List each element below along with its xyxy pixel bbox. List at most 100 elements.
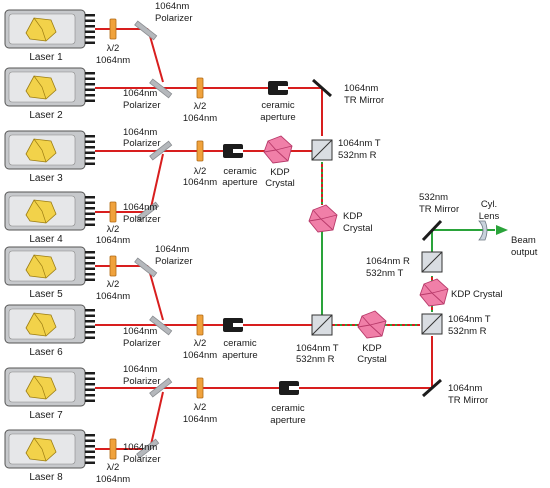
ceramic-apertures [223,81,299,395]
cube-1 [311,139,333,161]
polarizer-6 [149,315,173,336]
polarizer-3-label-a: 1064nm [123,127,157,138]
laser-pin [85,218,95,221]
aperture-2 [223,144,243,158]
polarizer-6-label-b: Polarizer [123,338,161,349]
polarizer-1 [134,20,158,41]
laser-pin [85,30,95,33]
waveplate-1-label-b: 1064nm [96,55,130,66]
polarizer-1-label-a: 1064nm [155,1,189,12]
laser-pin [85,309,95,312]
laser-pin [85,256,95,259]
mixed-beam-paths [321,162,433,326]
waveplate-6-label-b: 1064nm [183,350,217,361]
waveplate-1 [109,18,117,40]
laser-pin [85,456,95,459]
laser-pin [85,377,95,380]
cube-3-label-a: 1064nm T [448,314,491,325]
tr-mirror-1064-bottom [422,378,442,398]
kdp-crystal-2-label-a: KDP [343,211,363,222]
waveplate-1-label-a: λ/2 [107,43,120,54]
red-beam-paths [95,28,433,450]
laser-pins [85,72,95,102]
laser-pin [85,19,95,22]
polarizer-5-label-b: Polarizer [155,256,193,267]
waveplate-2 [196,77,204,99]
laser-pin [85,36,95,39]
waveplate-6-label-a: λ/2 [194,338,207,349]
polarizer-4-label-a: 1064nm [123,202,157,213]
laser-4: Laser 4 [4,191,95,245]
polarizer-5 [134,257,158,278]
waveplate-3 [196,140,204,162]
tr-mirror-bottom-label-a: 1064nm [448,383,482,394]
waveplate-3-label-a: λ/2 [194,166,207,177]
polarizer-4-label-b: Polarizer [123,214,161,225]
laser-pin [85,41,95,44]
kdp-crystal-1-label-b: Crystal [265,178,295,189]
tr-mirrors [312,78,443,398]
laser-pins [85,309,95,339]
laser-crystal-facet [33,437,47,462]
polarizer-2-label-a: 1064nm [123,88,157,99]
kdp-crystal-2-label-b: Crystal [343,223,373,234]
laser-pin [85,320,95,323]
aperture-4 [279,381,299,395]
aperture-2-label-b: aperture [222,177,257,188]
laser-pin [85,212,95,215]
laser-pin [85,223,95,226]
kdp-crystal-2 [308,204,338,233]
aperture-1 [268,81,288,95]
laser-pin [85,83,95,86]
laser-pins [85,434,95,464]
half-wave-plates [109,18,204,460]
laser-pin [85,135,95,138]
polarizer-7 [149,377,173,398]
aperture-3 [223,318,243,332]
waveplate-2-label-a: λ/2 [194,101,207,112]
cube-1-label-a: 1064nm T [338,138,381,149]
laser-pin [85,461,95,464]
laser-5: Laser 5 [4,246,95,300]
tr-mirror-532-label-a: 532nm [419,192,448,203]
tr-mirror-bottom-label-b: TR Mirror [448,395,488,406]
laser-label: Laser 8 [29,472,63,483]
kdp-crystal-3 [357,310,387,339]
beam-output-label-a: Beam [511,235,536,246]
waveplate-5-label-b: 1064nm [96,291,130,302]
laser-1: Laser 1 [4,9,95,63]
laser-label: Laser 2 [29,110,63,121]
kdp-crystal-3-label-a: KDP [362,343,382,354]
laser-pin [85,267,95,270]
laser-pin [85,383,95,386]
laser-pins [85,135,95,165]
kdp-crystal-1 [263,135,293,164]
kdp-crystals [263,135,449,339]
laser-pin [85,77,95,80]
aperture-3-label-b: aperture [222,350,257,361]
waveplate-4-label-a: λ/2 [107,224,120,235]
laser-pin [85,251,95,254]
laser-pin [85,99,95,102]
laser-pins [85,14,95,44]
laser-crystal-facet [33,75,47,100]
waveplate-6 [196,314,204,336]
beam-output-arrow [496,225,508,235]
polarizer-1-label-b: Polarizer [155,13,193,24]
kdp-crystal-3-label-b: Crystal [357,354,387,365]
aperture-3-label-a: ceramic [223,338,257,349]
laser-pin [85,157,95,160]
laser-pin [85,162,95,165]
waveplate-2-label-b: 1064nm [183,113,217,124]
polarizer-3-label-b: Polarizer [123,138,161,149]
laser-label: Laser 4 [29,234,63,245]
waveplate-8-label-b: 1064nm [96,474,130,485]
cube-3-label-b: 532nm R [448,326,487,337]
polarizer-5-label-a: 1064nm [155,244,189,255]
laser-3: Laser 3 [4,130,95,184]
cube-3 [421,313,443,335]
laser-pin [85,207,95,210]
polarizer-2 [149,78,173,99]
tr-mirror-top-label-a: 1064nm [344,83,378,94]
